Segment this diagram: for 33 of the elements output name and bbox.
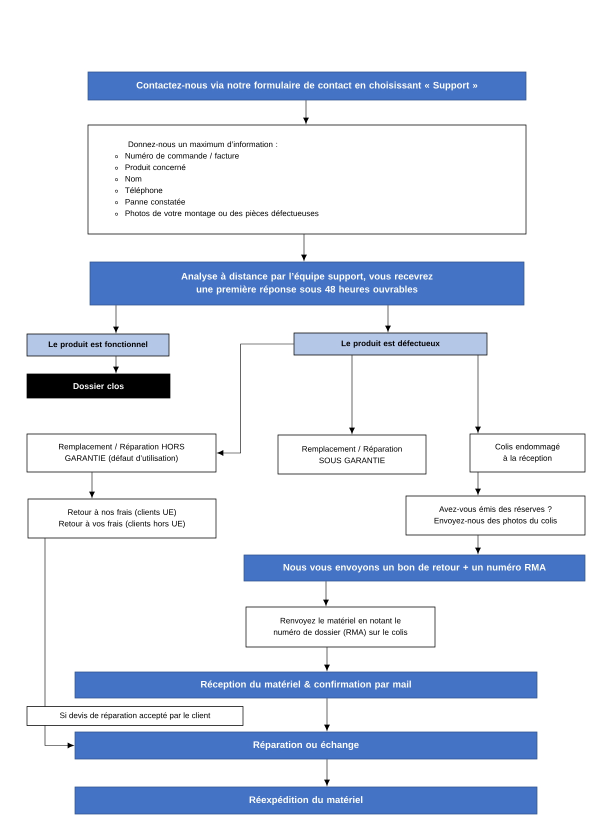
arrow [113,305,119,333]
process-box: Donnez-nous un maximum d’information : Numéro de commande / facture Produit concerné Nom Téléphone Panne constatée Photos de votre montage ou des pièces défectueuses [88,124,526,234]
end-box: Dossier clos [26,374,170,398]
arrow [301,234,307,261]
process-box: Avez-vous émis des réserves ? Envoyez-nous des photos du colis [406,496,586,536]
arrow [303,100,309,124]
arrow [324,759,330,786]
arrow [217,344,294,456]
decision-box: Le produit est fonctionnel [26,334,170,356]
arrow [113,356,119,373]
arrow [324,698,330,731]
arrow [475,535,481,554]
arrow [475,472,481,495]
arrow [475,355,481,433]
arrow [349,355,355,434]
arrow [323,581,329,606]
process-box: Renvoyez le matériel en notant le numéro de dossier (RMA) sur le colis [246,606,436,648]
process-box: Analyse à distance par l’équipe support, vous recevrez une première réponse sous 48 heures ouvrables [90,262,524,306]
decision-box: Le produit est défectueux [294,332,488,356]
arrow [44,538,74,748]
process-box: Réexpédition du matériel [74,786,538,814]
process-box: Colis endommagé à la réception [470,434,586,472]
process-box: Réparation ou échange [74,732,538,760]
edge-label: Si devis de réparation accepté par le client [26,706,244,726]
process-box: Remplacement / Réparation SOUS GARANTIE [278,434,426,474]
process-box: Nous vous envoyons un bon de retour + un numéro RMA [244,554,586,582]
process-box: Contactez-nous via notre formulaire de contact en choisissant « Support » [88,72,526,100]
process-box: Réception du matériel & confirmation par mail [74,672,538,698]
process-box: Remplacement / Réparation HORS GARANTIE (défaut d’utilisation) [26,434,216,472]
arrow [89,472,95,498]
process-box: Retour à nos frais (clients UE) Retour à vos frais (clients hors UE) [28,498,216,538]
arrow [324,647,330,671]
arrow [385,305,391,332]
